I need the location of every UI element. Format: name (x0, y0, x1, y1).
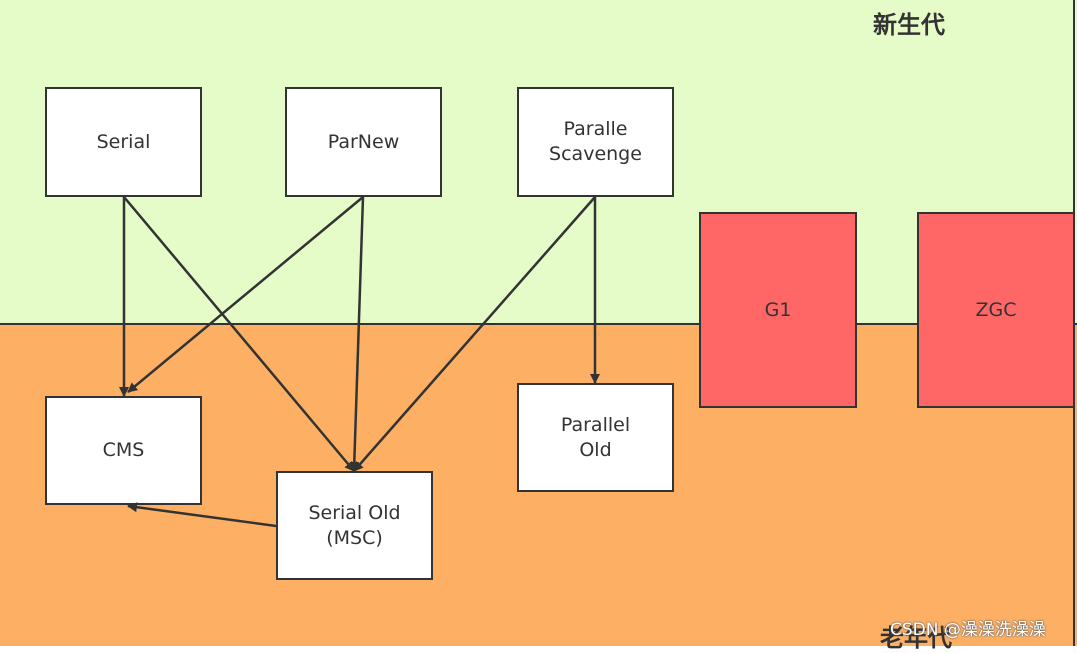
node-serial[interactable]: Serial (45, 87, 202, 197)
generation-divider (0, 323, 1077, 325)
edge-parnew-to-cms (127, 196, 364, 393)
node-parallel-scavenge[interactable]: Paralle Scavenge (517, 87, 674, 197)
node-cms[interactable]: CMS (45, 396, 202, 505)
node-parnew[interactable]: ParNew (285, 87, 442, 197)
node-zgc[interactable]: ZGC (917, 212, 1075, 408)
watermark-text: CSDN @澡澡洗澡澡 (890, 620, 1046, 640)
edge-serial-to-serial_old (123, 196, 355, 472)
node-serial-old[interactable]: Serial Old (MSC) (276, 471, 433, 580)
node-parallel-old[interactable]: Parallel Old (517, 383, 674, 492)
edge-parallel_scavenge-to-serial_old (353, 196, 596, 472)
node-g1[interactable]: G1 (699, 212, 857, 408)
edge-parnew-to-serial_old (349, 196, 365, 472)
edge-serial_old-to-cms (127, 502, 277, 528)
young-generation-title: 新生代 (873, 11, 945, 39)
